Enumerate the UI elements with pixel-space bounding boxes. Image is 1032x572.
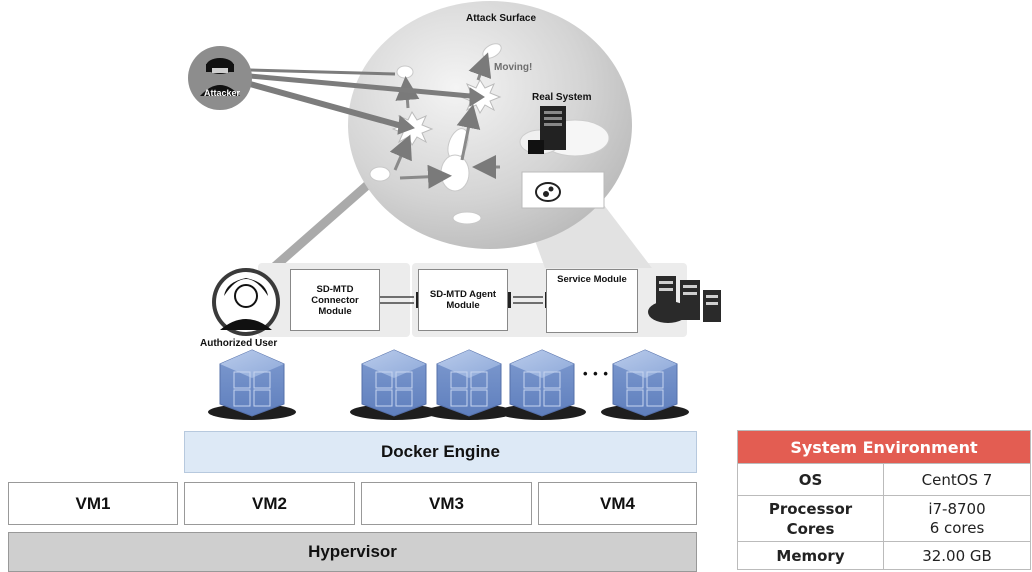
sd-mtd-agent-module[interactable]: SD-MTD Agent Module: [418, 269, 508, 331]
moving-label: Moving!: [494, 62, 533, 73]
system-environment-table: System Environment OS CentOS 7 Processor…: [737, 430, 1031, 570]
table-key: OS: [737, 463, 884, 496]
cube-top: [613, 350, 677, 378]
container-cubes: [208, 349, 689, 420]
table-row: Processor Cores i7-8700 6 cores: [737, 495, 1031, 542]
table-value: CentOS 7: [883, 463, 1031, 496]
cube-grid-cell: [470, 389, 488, 407]
attacker-icon: [188, 46, 252, 110]
authorized-user-label: Authorized User: [200, 338, 278, 349]
attack-surface-label: Attack Surface: [466, 13, 537, 24]
cube-grid-cell: [470, 371, 488, 389]
cube-grid-cell: [450, 371, 468, 389]
cube-grid-cell: [395, 371, 413, 389]
table-title: System Environment: [737, 430, 1031, 464]
table-row: OS CentOS 7: [737, 463, 1031, 496]
cube-grid-cell: [375, 389, 393, 407]
docker-engine-bar[interactable]: Docker Engine: [184, 431, 697, 473]
sphere-service-box: [521, 171, 605, 209]
cube-grid-cell: [253, 371, 271, 389]
cube-grid-cell: [646, 389, 664, 407]
cube-grid-cell: [543, 389, 561, 407]
ellipsis: • • •: [583, 366, 609, 381]
cube-grid-cell: [626, 389, 644, 407]
vm2-box[interactable]: VM2: [184, 482, 355, 525]
table-header-row: System Environment: [737, 430, 1031, 464]
table-row: Memory 32.00 GB: [737, 541, 1031, 570]
server-cluster-icon: [648, 276, 721, 323]
cube-grid-cell: [523, 389, 541, 407]
cube-top: [510, 350, 574, 378]
sd-mtd-connector-module[interactable]: SD-MTD Connector Module: [290, 269, 380, 331]
surface-nodes: [369, 43, 502, 225]
cube-grid-cell: [233, 371, 251, 389]
cube-grid-cell: [375, 371, 393, 389]
vm3-box[interactable]: VM3: [361, 482, 532, 525]
vm1-box[interactable]: VM1: [8, 482, 178, 525]
table-key: Memory: [737, 541, 884, 570]
real-system-label: Real System: [532, 92, 592, 103]
cube-grid-cell: [253, 389, 271, 407]
cube-grid-cell: [233, 389, 251, 407]
attacker-label: Attacker: [204, 88, 241, 98]
attacker-arrows: [249, 68, 485, 135]
cube-top: [362, 350, 426, 378]
cube-grid-cell: [395, 389, 413, 407]
cube-grid-cell: [543, 371, 561, 389]
cube-top: [437, 350, 501, 378]
gear-icon: [535, 182, 561, 202]
cube-grid-cell: [523, 371, 541, 389]
table-value: i7-8700 6 cores: [883, 495, 1031, 542]
real-system-server-icon: [519, 106, 610, 157]
cube-grid-cell: [626, 371, 644, 389]
table-key: Processor Cores: [737, 495, 884, 542]
authorized-user-icon: [212, 268, 280, 336]
cube-grid-cell: [646, 371, 664, 389]
service-module[interactable]: Service Module: [546, 269, 638, 333]
moving-arrows: [389, 52, 500, 189]
table-value: 32.00 GB: [883, 541, 1031, 570]
hypervisor-bar[interactable]: Hypervisor: [8, 532, 697, 572]
cube-top: [220, 350, 284, 378]
cube-grid-cell: [450, 389, 468, 407]
vm4-box[interactable]: VM4: [538, 482, 697, 525]
